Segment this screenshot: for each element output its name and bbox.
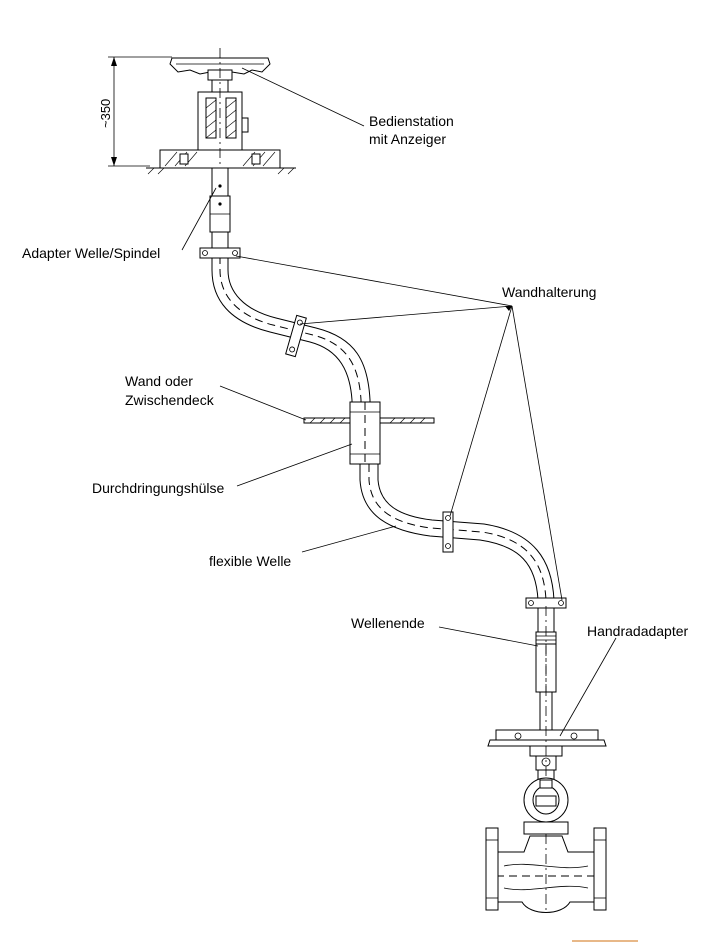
label-zwischendeck: Zwischendeck: [125, 392, 215, 408]
wall-bracket-1: [199, 247, 241, 259]
penetration-sleeve: [349, 401, 381, 465]
wall-bracket-3: [442, 511, 454, 553]
label-adapter: Adapter Welle/Spindel: [22, 245, 160, 261]
label-mit-anzeiger: mit Anzeiger: [369, 131, 446, 147]
wall-bracket-2: [285, 314, 307, 358]
label-bedienstation: Bedienstation: [369, 113, 454, 129]
leader-lines: [181, 67, 617, 737]
label-wellenende: Wellenende: [351, 615, 425, 631]
height-dimension: ~350: [98, 56, 172, 167]
flexible-shaft: [211, 256, 555, 601]
dimension-label: ~350: [98, 99, 113, 128]
label-durchdringungshuelse: Durchdringungshülse: [92, 480, 225, 496]
handwheel-adapter: [487, 729, 607, 781]
label-wand-oder: Wand oder: [125, 373, 193, 389]
label-flexible-welle: flexible Welle: [209, 553, 291, 569]
operating-station: [146, 57, 296, 175]
label-wandhalterung: Wandhalterung: [502, 284, 596, 300]
label-handradadapter: Handradadapter: [587, 623, 689, 639]
shaft-adapter: [209, 167, 231, 251]
valve: [485, 777, 607, 913]
indicator-pin: [241, 117, 249, 133]
